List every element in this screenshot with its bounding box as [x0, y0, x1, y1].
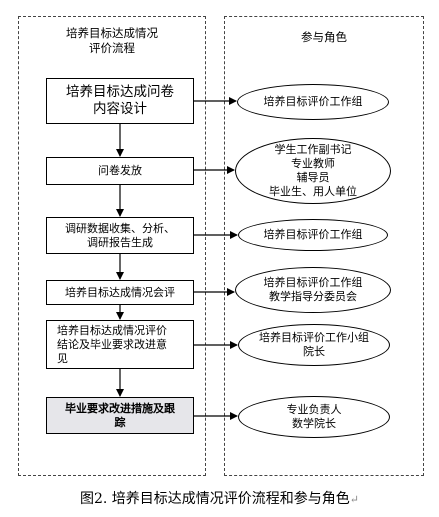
step-questionnaire-design: 培养目标达成问卷 内容设计: [46, 78, 194, 124]
figure-caption: 图2. 培养目标达成情况评价流程和参与角色↵: [0, 488, 439, 508]
left-panel: [18, 16, 206, 476]
right-panel: [224, 16, 424, 476]
step-questionnaire-distribution: 问卷发放: [46, 157, 194, 185]
role-ellipse-5: 培养目标评价工作小组 院长: [238, 324, 390, 366]
paragraph-mark: ↵: [349, 493, 360, 506]
caption-text: 图2. 培养目标达成情况评价流程和参与角色: [79, 491, 350, 507]
right-panel-title: 参与角色: [301, 30, 347, 44]
step-data-analysis: 调研数据收集、分析、 调研报告生成: [46, 217, 194, 254]
role-ellipse-4: 培养目标评价工作组 教学指导分委员会: [235, 267, 391, 313]
step-evaluation-conclusion: 培养目标达成情况评价 结论及毕业要求改进意 见: [46, 320, 194, 369]
step-review-meeting: 培养目标达成情况会评: [46, 280, 194, 305]
role-ellipse-3: 培养目标评价工作组: [238, 219, 388, 251]
step-improvement-tracking: 毕业要求改进措施及跟 踪: [46, 397, 194, 434]
role-ellipse-2: 学生工作副书记 专业教师 辅导员 毕业生、用人单位: [235, 138, 391, 204]
role-ellipse-1: 培养目标评价工作组: [237, 84, 389, 120]
role-ellipse-6: 专业负责人 数学院长: [238, 396, 390, 438]
left-panel-title: 培养目标达成情况 评价流程: [66, 26, 158, 55]
